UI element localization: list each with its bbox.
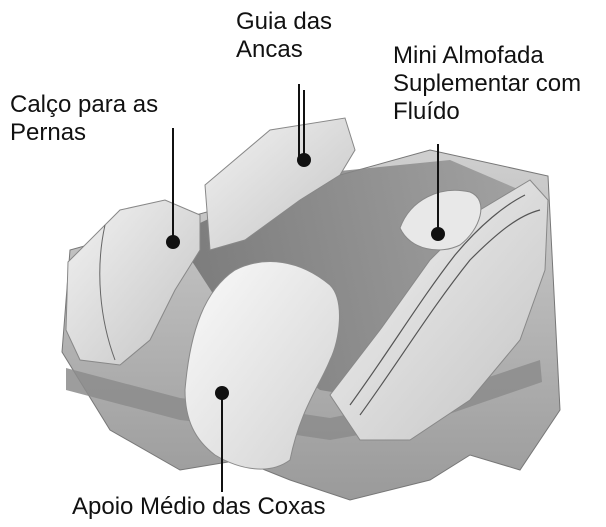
dot-leg-wedge xyxy=(166,235,180,249)
label-fluid-pad-line3: Fluído xyxy=(393,98,581,126)
label-hip-guide: Guia das Ancas xyxy=(236,8,332,64)
label-leg-wedge-line1: Calço para as xyxy=(10,91,158,119)
label-leg-wedge: Calço para as Pernas xyxy=(10,91,158,147)
dot-hip-guide xyxy=(297,153,311,167)
label-hip-guide-line2: Ancas xyxy=(236,36,332,64)
label-thigh-support: Apoio Médio das Coxas xyxy=(72,493,325,521)
dot-fluid-pad xyxy=(431,227,445,241)
label-fluid-pad-line1: Mini Almofada xyxy=(393,42,581,70)
dot-thigh-support xyxy=(215,386,229,400)
label-fluid-pad: Mini Almofada Suplementar com Fluído xyxy=(393,42,581,126)
label-leg-wedge-line2: Pernas xyxy=(10,119,158,147)
label-fluid-pad-line2: Suplementar com xyxy=(393,70,581,98)
label-hip-guide-line1: Guia das xyxy=(236,8,332,36)
